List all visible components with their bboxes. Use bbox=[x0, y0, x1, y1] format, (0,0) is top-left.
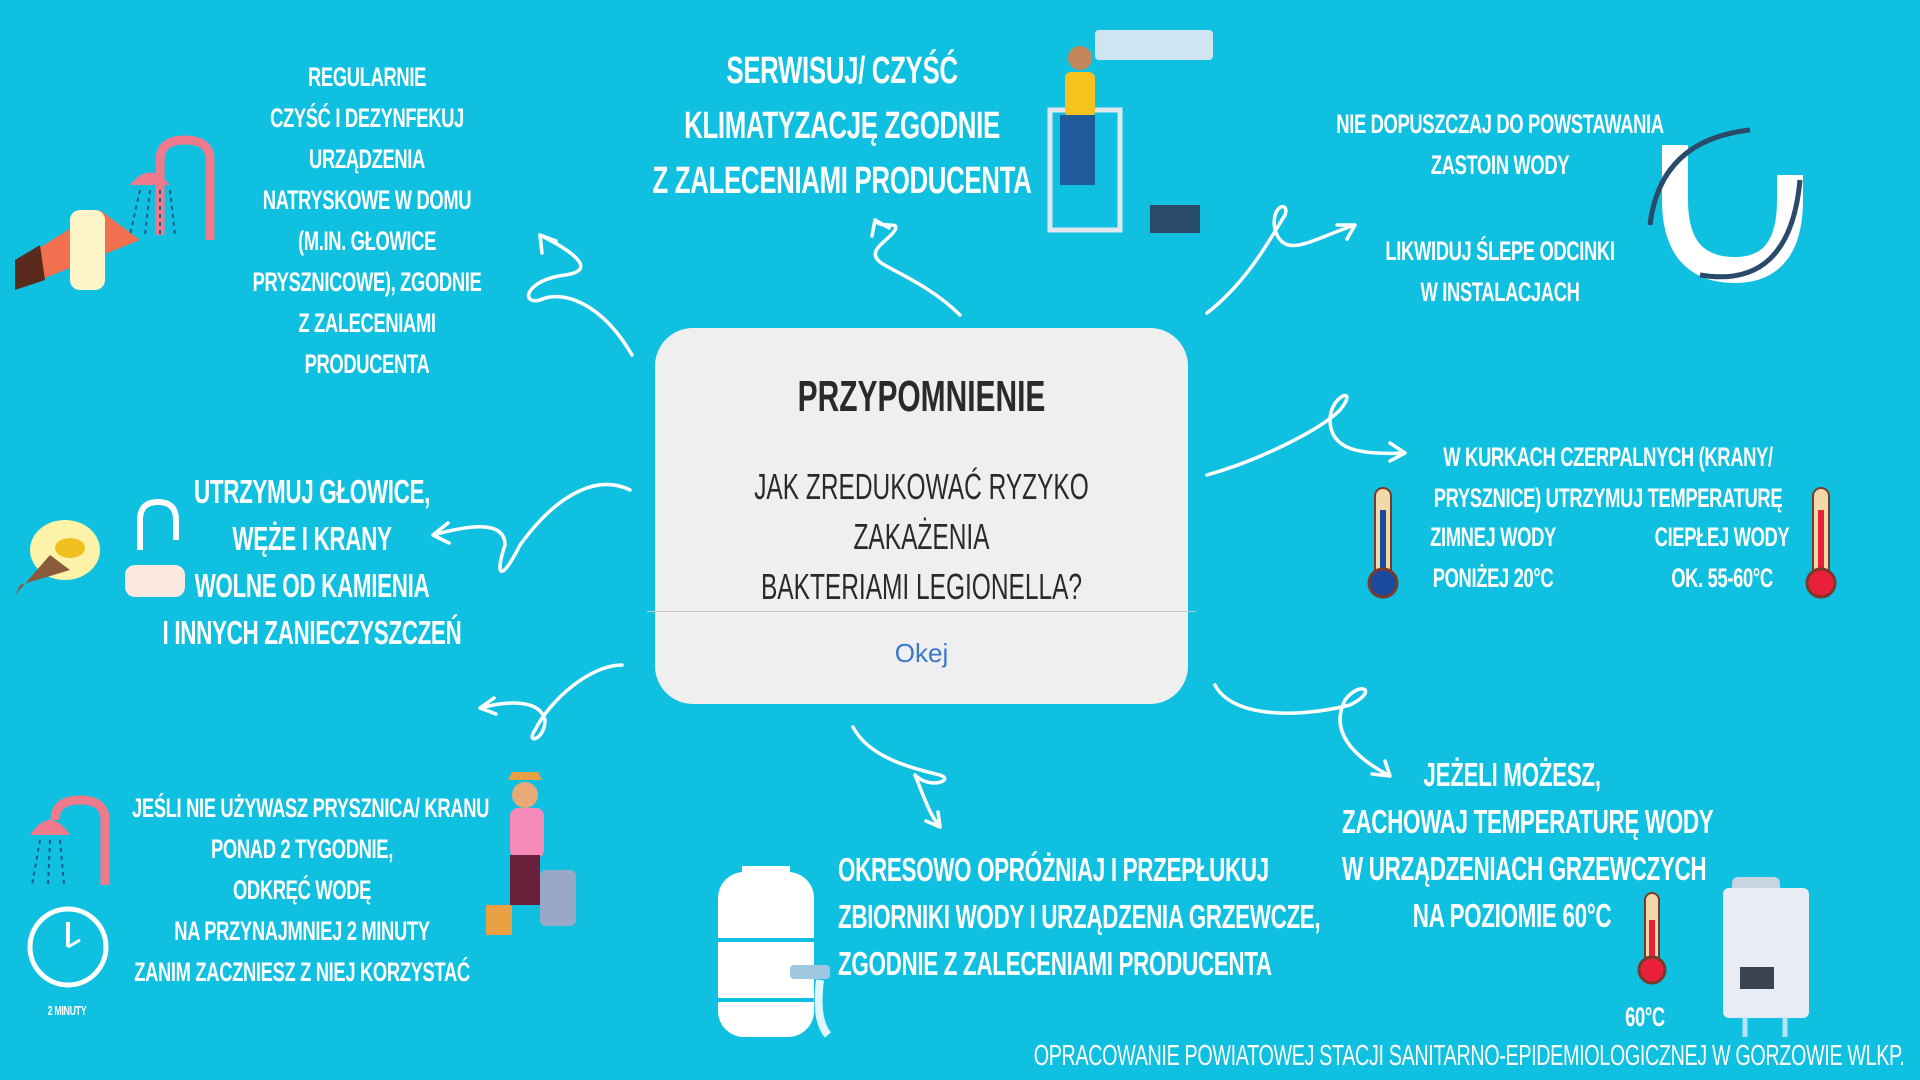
arrow-to-tank-tip bbox=[851, 725, 947, 829]
text-line: SERWISUJ/ CZYŚĆ bbox=[726, 50, 958, 92]
text-line: PRYSZNICE) UTRZYMUJ TEMPERATURĘ bbox=[1433, 483, 1783, 513]
text-line: PONIŻEJ 20°C bbox=[1432, 563, 1554, 593]
text-line: JEŚLI NIE UŻYWASZ PRYSZNICA/ KRANU bbox=[132, 793, 490, 823]
text-line: PRODUCENTA bbox=[304, 349, 430, 379]
text-line: CIEPŁEJ WODY bbox=[1654, 522, 1790, 552]
water-tank-icon bbox=[718, 866, 832, 1038]
tip-hot-water: CIEPŁEJ WODY OK. 55-60°C bbox=[1647, 517, 1797, 599]
text-line: ZGODNIE Z ZALECENIAMI PRODUCENTA bbox=[838, 945, 1272, 982]
text-line: ZANIM ZACZNIESZ Z NIEJ KORZYSTAĆ bbox=[134, 957, 470, 987]
text-line: REGULARNIE bbox=[307, 62, 426, 92]
dialog-title: PRZYPOMNIENIE bbox=[797, 372, 1046, 421]
arrow-to-ac-tip bbox=[870, 218, 962, 317]
faucet-icon bbox=[125, 498, 185, 597]
text-line: OKRESOWO OPRÓŻNIAJ I PRZEPŁUKUJ bbox=[838, 851, 1269, 888]
text-line: WOLNE OD KAMIENIA bbox=[194, 567, 430, 604]
sponge-icon bbox=[15, 520, 100, 595]
text-line: ZASTOIN WODY bbox=[1430, 150, 1570, 180]
clock-label: 2 MINUTY bbox=[47, 1003, 87, 1018]
text-line: ZIMNEJ WODY bbox=[1430, 522, 1556, 552]
tip-dead-ends: LIKWIDUJ ŚLEPE ODCINKI W INSTALACJACH bbox=[1296, 231, 1704, 313]
tip-shower-clean: REGULARNIE CZYŚĆ I DEZYNFEKUJ URZĄDZENIA NA… bbox=[231, 57, 503, 385]
text-line: JEŻELI MOŻESZ, bbox=[1423, 756, 1601, 793]
text-line: NIE DOPUSZCZAJ DO POWSTAWANIA bbox=[1336, 109, 1664, 139]
text-line: NA POZIOMIE 60°C bbox=[1412, 897, 1612, 934]
text-line: NATRYSKOWE W DOMU bbox=[262, 185, 472, 215]
text-line: ZACHOWAJ TEMPERATURĘ WODY bbox=[1342, 803, 1714, 840]
curly-arrows bbox=[431, 204, 1407, 829]
text-line: W URZĄDZENIACH GRZEWCZYCH bbox=[1342, 850, 1707, 887]
water-heater-icon bbox=[1723, 877, 1809, 1037]
tip-cold-water: ZIMNEJ WODY PONIŻEJ 20°C bbox=[1418, 517, 1568, 599]
traveler-icon bbox=[486, 772, 576, 935]
text-line: PRYSZNICOWE), ZGODNIE bbox=[252, 267, 482, 297]
arrow-to-shower-tip bbox=[526, 233, 634, 357]
tip-ac-service: SERWISUJ/ CZYŚĆ KLIMATYZACJĘ ZGODNIE Z ZAL… bbox=[638, 44, 1046, 209]
tip-tanks: OKRESOWO OPRÓŻNIAJ I PRZEPŁUKUJ ZBIORNIKI… bbox=[838, 846, 1321, 987]
text-line: (M.IN. GŁOWICE bbox=[297, 226, 437, 256]
hot-thermometer-icon bbox=[1805, 487, 1837, 599]
tip-taps-temp: W KURKACH CZERPALNYCH (KRANY/PRYSZNICE) … bbox=[1404, 437, 1812, 519]
arrow-to-heater-tip bbox=[1213, 683, 1392, 778]
text-line: ODKRĘĆ WODĘ bbox=[232, 875, 372, 905]
footer-credit: OPRACOWANIE POWIATOWEJ STACJI SANITARNO-… bbox=[1033, 1040, 1904, 1072]
text-line: ZBIORNIKI WODY I URZĄDZENIA GRZEWCZE, bbox=[838, 898, 1321, 935]
text-line: PONAD 2 TYGODNIE, bbox=[211, 834, 393, 864]
question-line: JAK ZREDUKOWAĆ RYZYKO ZAKAŻENIA bbox=[754, 466, 1089, 557]
shower-head-icon bbox=[30, 795, 110, 886]
tip-stagnation: NIE DOPUSZCZAJ DO POWSTAWANIA ZASTOIN WOD… bbox=[1296, 104, 1704, 186]
text-line: NA PRZYNAJMNIEJ 2 MINUTY bbox=[174, 916, 430, 946]
question-line: BAKTERIAMI LEGIONELLA? bbox=[760, 566, 1083, 607]
clock-icon bbox=[27, 906, 109, 988]
ok-button[interactable]: Okej bbox=[894, 638, 949, 668]
text-line: Z ZALECENIAMI PRODUCENTA bbox=[652, 160, 1032, 202]
arrow-to-temp-tip bbox=[1205, 393, 1407, 477]
pipe-u-icon bbox=[1647, 127, 1803, 284]
shower-spray-icon bbox=[15, 135, 215, 290]
text-line: OK. 55-60°C bbox=[1671, 563, 1773, 593]
text-line: KLIMATYZACJĘ ZGODNIE bbox=[684, 105, 1000, 147]
arrow-to-pipe-tip bbox=[1205, 204, 1357, 315]
dialog-question: JAK ZREDUKOWAĆ RYZYKO ZAKAŻENIA BAKTERIA… bbox=[699, 462, 1143, 612]
text-line: CZYŚĆ I DEZYNFEKUJ bbox=[270, 103, 464, 133]
tip-unused: JEŚLI NIE UŻYWASZ PRYSZNICA/ KRANU PONAD … bbox=[132, 788, 490, 993]
text-line: W INSTALACJACH bbox=[1420, 277, 1580, 307]
tip-heater-temp: JEŻELI MOŻESZ, ZACHOWAJ TEMPERATURĘ WODY W… bbox=[1342, 751, 1714, 939]
reminder-dialog: PRZYPOMNIENIE JAK ZREDUKOWAĆ RYZYKO ZAKA… bbox=[647, 328, 1196, 704]
arrow-to-unused-tip bbox=[478, 663, 624, 741]
text-line: I INNYCH ZANIECZYSZCZEŃ bbox=[162, 614, 462, 651]
text-line: W KURKACH CZERPALNYCH (KRANY/ bbox=[1443, 442, 1773, 472]
cold-thermometer-icon bbox=[1367, 487, 1399, 599]
text-line: UTRZYMUJ GŁOWICE, bbox=[193, 473, 431, 510]
arrow-to-descale-tip bbox=[431, 482, 632, 573]
text-line: URZĄDZENIA bbox=[309, 144, 425, 174]
text-line: LIKWIDUJ ŚLEPE ODCINKI bbox=[1385, 236, 1615, 266]
text-line: Z ZALECENIAMI bbox=[298, 308, 436, 338]
tip-descale: UTRZYMUJ GŁOWICE, WĘŻE I KRANY WOLNE OD KA… bbox=[142, 468, 482, 656]
dialog-divider bbox=[647, 611, 1196, 612]
heater-temp-label: 60°C bbox=[1625, 1002, 1665, 1032]
heater-thermometer-icon bbox=[1637, 892, 1667, 985]
ac-technician-icon bbox=[1047, 30, 1213, 233]
text-line: WĘŻE I KRANY bbox=[232, 520, 392, 557]
